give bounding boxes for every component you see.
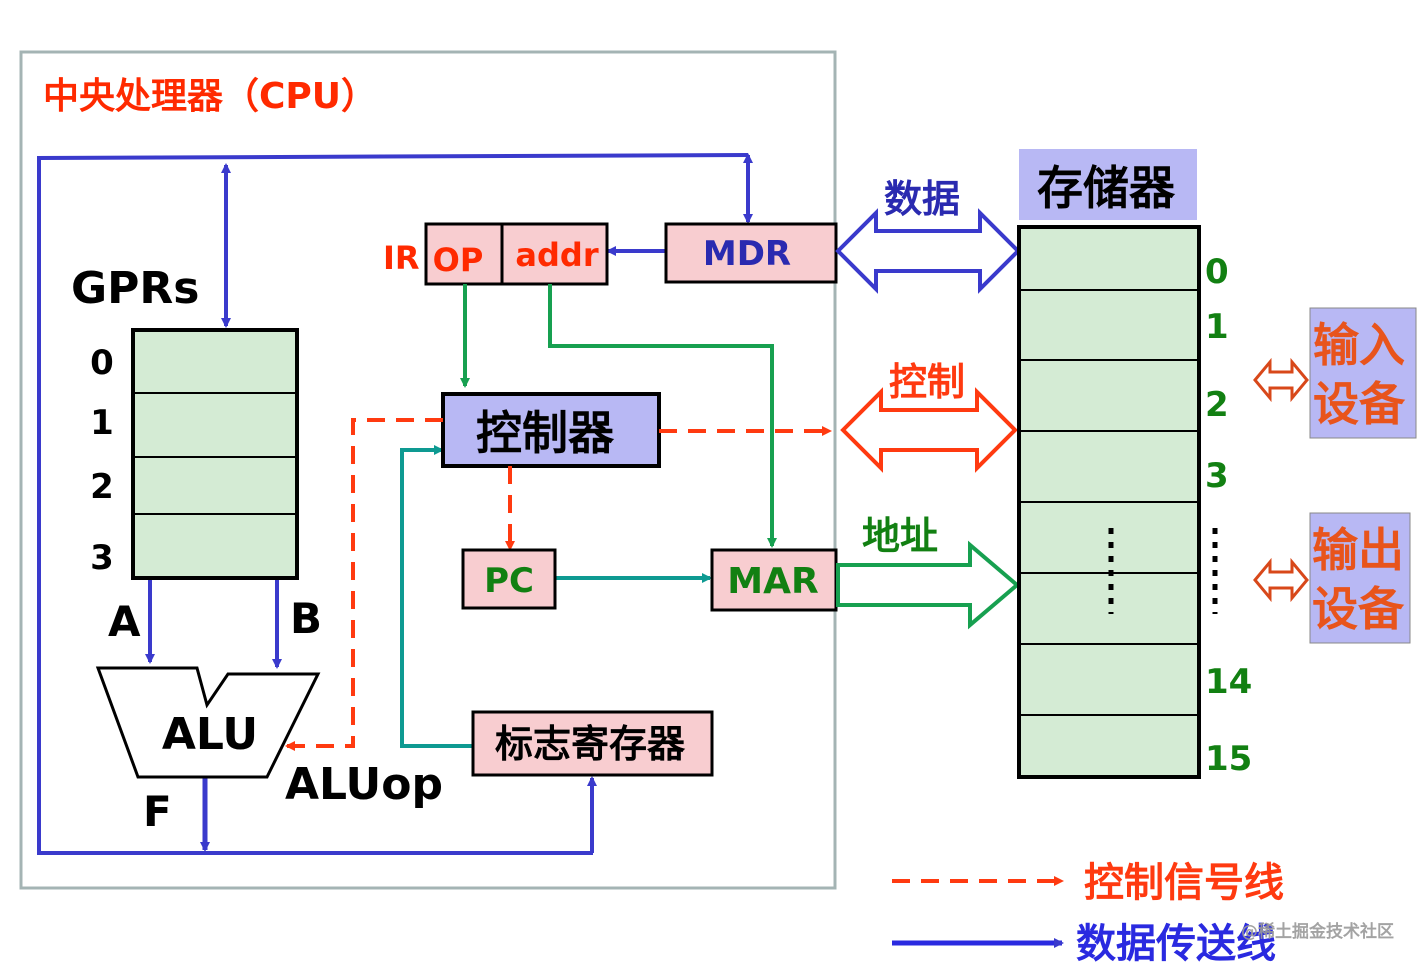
internal-data-bus bbox=[37, 153, 749, 855]
aluop-label: ALUop bbox=[285, 759, 443, 810]
alu-output-label: F bbox=[143, 787, 172, 836]
output-device-arrow bbox=[1253, 557, 1309, 603]
ir-label: IR bbox=[383, 239, 420, 277]
port-a-label: A bbox=[108, 597, 141, 646]
controller-alu-control-line bbox=[285, 418, 443, 751]
port-b-label: B bbox=[290, 594, 322, 643]
watermark: @稀土掘金技术社区 bbox=[1241, 921, 1394, 942]
cpu-title: 中央处理器（CPU） bbox=[43, 76, 377, 117]
legend-data-label: 数据传送线 bbox=[1076, 921, 1276, 964]
pc-label: PC bbox=[484, 561, 534, 601]
memory-title: 存储器 bbox=[1037, 161, 1176, 215]
output-device-box bbox=[1309, 512, 1411, 644]
gpr-index: 0 bbox=[90, 343, 114, 383]
gprs-register-file bbox=[131, 328, 299, 580]
gprs-label: GPRs bbox=[71, 263, 199, 314]
output-device-label-line2: 设备 bbox=[1312, 582, 1405, 636]
input-device-arrow bbox=[1253, 357, 1309, 403]
addr-mar-link bbox=[548, 284, 777, 548]
mar-label: MAR bbox=[727, 561, 818, 602]
data-bus-label: 数据 bbox=[884, 177, 960, 221]
mdr-register bbox=[664, 222, 838, 284]
mdr-label: MDR bbox=[703, 234, 791, 274]
gpr-index: 3 bbox=[90, 538, 114, 578]
legend-control-label: 控制信号线 bbox=[1084, 860, 1284, 906]
memory-index: 2 bbox=[1205, 385, 1229, 425]
controller-label: 控制器 bbox=[476, 406, 615, 460]
ir-op-field bbox=[424, 222, 504, 286]
input-device-label-line2: 设备 bbox=[1313, 377, 1406, 431]
ir-addr-field bbox=[500, 222, 609, 286]
memory-array bbox=[1017, 225, 1201, 779]
ir-op-label: OP bbox=[433, 241, 484, 279]
control-bus-arrow bbox=[840, 387, 1018, 473]
address-bus-arrow bbox=[836, 540, 1021, 630]
pc-register bbox=[461, 548, 557, 610]
ir-addr-label: addr bbox=[515, 236, 598, 274]
mar-register bbox=[710, 548, 838, 612]
flags-register-label: 标志寄存器 bbox=[495, 722, 686, 766]
cpu-boundary bbox=[19, 50, 837, 890]
control-bus-label: 控制 bbox=[889, 360, 965, 404]
memory-title-box bbox=[1019, 149, 1197, 220]
address-bus-label: 地址 bbox=[862, 514, 938, 558]
input-device-box bbox=[1309, 307, 1417, 439]
input-device-label-line1: 输入 bbox=[1313, 318, 1405, 372]
gpr-index: 1 bbox=[90, 403, 114, 443]
output-device-label-line1: 输出 bbox=[1312, 523, 1404, 577]
memory-index: 3 bbox=[1205, 456, 1229, 496]
memory-index: 14 bbox=[1205, 662, 1252, 702]
gpr-index: 2 bbox=[90, 467, 114, 507]
memory-index: 15 bbox=[1205, 739, 1252, 779]
controller-block bbox=[441, 392, 661, 468]
data-bus-arrow bbox=[835, 208, 1021, 294]
memory-index: 1 bbox=[1205, 307, 1229, 347]
memory-index: 0 bbox=[1205, 252, 1229, 292]
alu-label: ALU bbox=[162, 709, 258, 760]
flags-controller-link bbox=[400, 445, 473, 748]
flags-register bbox=[471, 710, 714, 777]
alu-block bbox=[95, 666, 321, 779]
